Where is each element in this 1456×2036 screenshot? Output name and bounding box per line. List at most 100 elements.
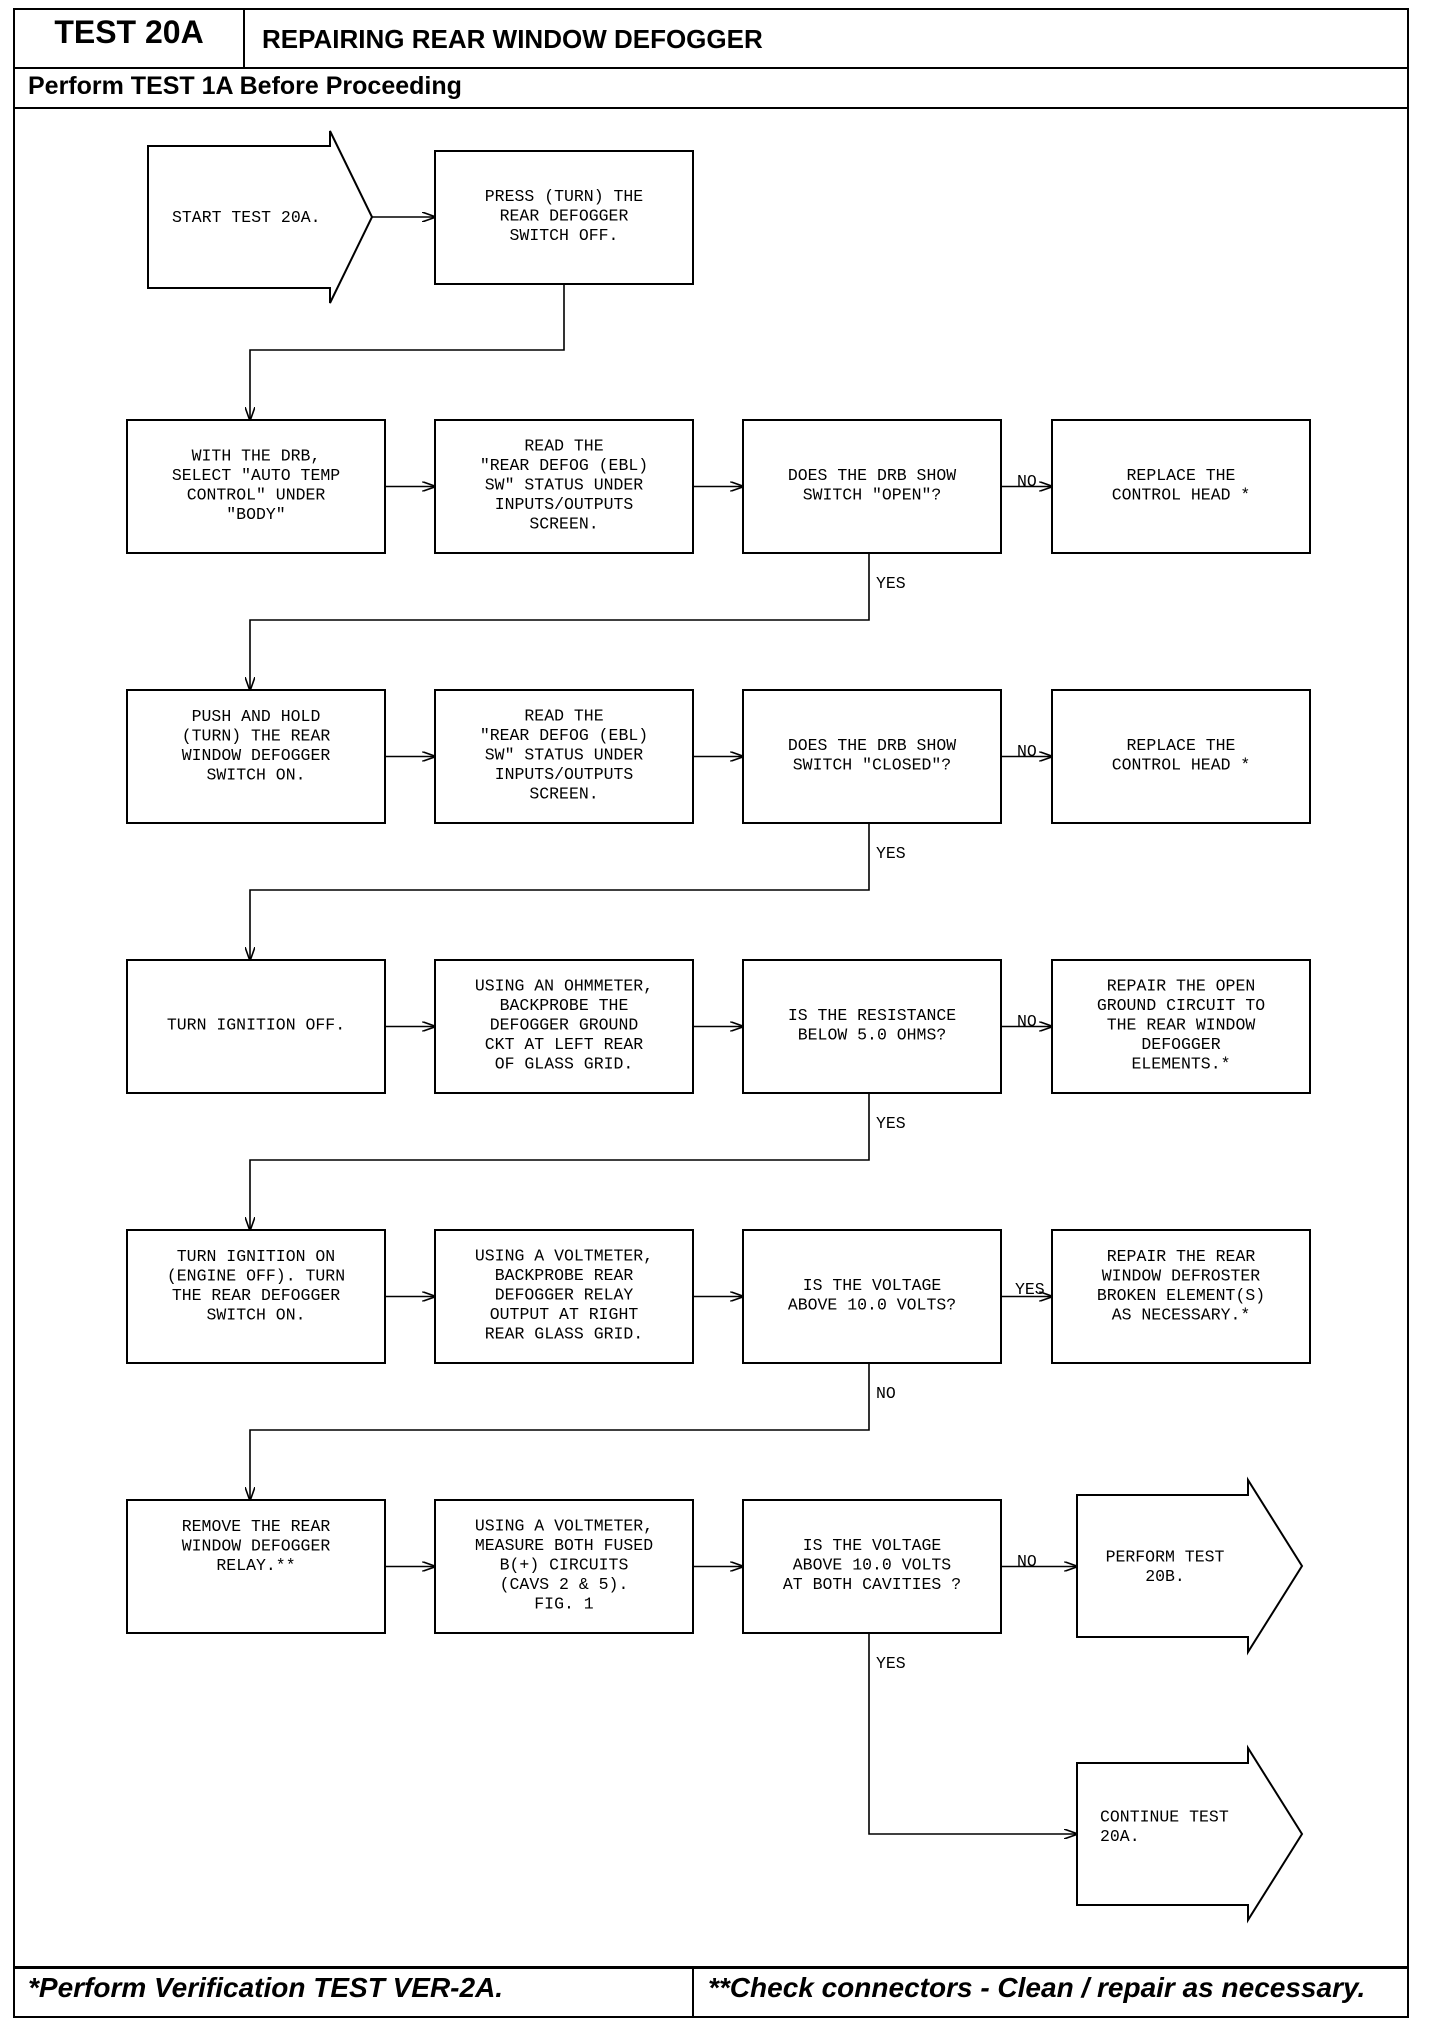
connector-arrow bbox=[868, 1633, 1077, 1834]
step-box bbox=[434, 1499, 694, 1634]
footnote-connectors: **Check connectors - Clean / repair as n… bbox=[708, 1972, 1366, 2003]
flow-step-voltmeter-2: USING A VOLTMETER,MEASURE BOTH FUSEDB(+)… bbox=[434, 1499, 694, 1634]
step-text-line: WINDOW DEFOGGER bbox=[182, 1537, 331, 1556]
footer-divider bbox=[13, 1966, 1409, 1969]
step-text-line: IS THE RESISTANCE bbox=[788, 1006, 956, 1025]
step-text-line: START TEST 20A. bbox=[172, 208, 321, 227]
step-text-line: AS NECESSARY.* bbox=[1112, 1306, 1251, 1325]
branch-label-yes-4: YES bbox=[1015, 1280, 1045, 1299]
step-text-line: SWITCH ON. bbox=[206, 1306, 305, 1325]
test-id: TEST 20A bbox=[54, 14, 204, 50]
page-frame bbox=[13, 8, 1409, 2018]
step-text-line: SCREEN. bbox=[529, 785, 598, 804]
branch-label-yes-5: YES bbox=[876, 1654, 906, 1673]
step-text-line: REAR GLASS GRID. bbox=[485, 1325, 643, 1344]
connector-arrow bbox=[250, 1363, 870, 1500]
step-text-line: ABOVE 10.0 VOLTS? bbox=[788, 1295, 956, 1314]
step-text-line: CONTROL HEAD * bbox=[1112, 755, 1251, 774]
step-text-line: SWITCH ON. bbox=[206, 766, 305, 785]
step-text-line: REPLACE THE bbox=[1127, 736, 1236, 755]
flow-step-ohmmeter: USING AN OHMMETER,BACKPROBE THEDEFOGGER … bbox=[434, 959, 694, 1094]
step-box bbox=[434, 959, 694, 1094]
connector-arrow bbox=[250, 553, 870, 690]
test-id-cell bbox=[13, 8, 245, 68]
step-box bbox=[1051, 959, 1311, 1094]
step-box bbox=[126, 1499, 386, 1634]
step-text-line: OUTPUT AT RIGHT bbox=[490, 1305, 639, 1324]
step-text-line: USING A VOLTMETER, bbox=[475, 1517, 653, 1536]
step-text-line: READ THE bbox=[524, 437, 603, 456]
step-text-line: (CAVS 2 & 5). bbox=[500, 1575, 629, 1594]
step-text-line: PUSH AND HOLD bbox=[192, 707, 321, 726]
step-text-line: GROUND CIRCUIT TO bbox=[1097, 996, 1265, 1015]
branch-label-yes-2: YES bbox=[876, 844, 906, 863]
step-text-line: BROKEN ELEMENT(S) bbox=[1097, 1286, 1265, 1305]
branch-label-no-5: NO bbox=[1017, 1552, 1037, 1571]
step-text-line: TURN IGNITION ON bbox=[177, 1247, 335, 1266]
step-text-line: B(+) CIRCUITS bbox=[500, 1556, 629, 1575]
connector-arrow bbox=[250, 284, 565, 420]
step-text-line: TURN IGNITION OFF. bbox=[167, 1016, 345, 1035]
branch-label-no-3: NO bbox=[1017, 1012, 1037, 1031]
branch-label-no-1: NO bbox=[1017, 472, 1037, 491]
step-box bbox=[126, 689, 386, 824]
step-box bbox=[742, 1229, 1002, 1364]
step-text-line: USING AN OHMMETER, bbox=[475, 977, 653, 996]
step-text-line: (TURN) THE REAR bbox=[182, 727, 331, 746]
connector-arrow bbox=[250, 823, 870, 960]
step-text-line: RELAY.** bbox=[216, 1556, 295, 1575]
flow-step-ign-off: TURN IGNITION OFF. bbox=[126, 959, 386, 1094]
step-box bbox=[126, 1229, 386, 1364]
step-text-line: BACKPROBE THE bbox=[500, 996, 629, 1015]
step-text-line: REPLACE THE bbox=[1127, 466, 1236, 485]
step-text-line: SELECT "AUTO TEMP bbox=[172, 466, 340, 485]
step-text-line: INPUTS/OUTPUTS bbox=[495, 495, 634, 514]
step-text-line: DEFOGGER RELAY bbox=[495, 1286, 634, 1305]
step-text-line: CONTROL" UNDER bbox=[187, 485, 326, 504]
step-text-line: REPAIR THE OPEN bbox=[1107, 977, 1256, 996]
step-box bbox=[434, 419, 694, 554]
flow-step-voltmeter-1: USING A VOLTMETER,BACKPROBE REARDEFOGGER… bbox=[434, 1229, 694, 1364]
step-text-line: DOES THE DRB SHOW bbox=[788, 736, 956, 755]
step-text-line: "BODY" bbox=[226, 505, 285, 524]
step-box bbox=[126, 959, 386, 1094]
step-text-line: AT BOTH CAVITIES ? bbox=[783, 1575, 961, 1594]
flow-step-start: START TEST 20A. bbox=[147, 130, 374, 304]
header-divider bbox=[13, 67, 1409, 69]
step-text-line: SCREEN. bbox=[529, 515, 598, 534]
arrow-shape bbox=[1076, 1476, 1304, 1656]
step-text-line: THE REAR DEFOGGER bbox=[172, 1286, 340, 1305]
step-text-line: DEFOGGER GROUND bbox=[490, 1016, 639, 1035]
step-text-line: WITH THE DRB, bbox=[192, 446, 321, 465]
flow-step-read-status-1: READ THE"REAR DEFOG (EBL)SW" STATUS UNDE… bbox=[434, 419, 694, 554]
step-text-line: REMOVE THE REAR bbox=[182, 1517, 331, 1536]
step-box bbox=[434, 150, 694, 285]
step-text-line: REAR DEFOGGER bbox=[500, 207, 629, 226]
connector-arrow bbox=[250, 1093, 870, 1230]
step-box bbox=[742, 959, 1002, 1094]
step-text-line: SWITCH OFF. bbox=[510, 226, 619, 245]
branch-label-yes-1: YES bbox=[876, 574, 906, 593]
step-text-line: 20A. bbox=[1100, 1827, 1140, 1846]
step-text-line: "REAR DEFOG (EBL) bbox=[480, 456, 648, 475]
flow-step-read-status-2: READ THE"REAR DEFOG (EBL)SW" STATUS UNDE… bbox=[434, 689, 694, 824]
step-text-line: REPAIR THE REAR bbox=[1107, 1247, 1256, 1266]
step-text-line: CONTINUE TEST bbox=[1100, 1807, 1229, 1826]
step-box bbox=[742, 689, 1002, 824]
step-text-line: CONTROL HEAD * bbox=[1112, 485, 1251, 504]
prerequisite-divider bbox=[13, 107, 1409, 109]
branch-label-yes-3: YES bbox=[876, 1114, 906, 1133]
